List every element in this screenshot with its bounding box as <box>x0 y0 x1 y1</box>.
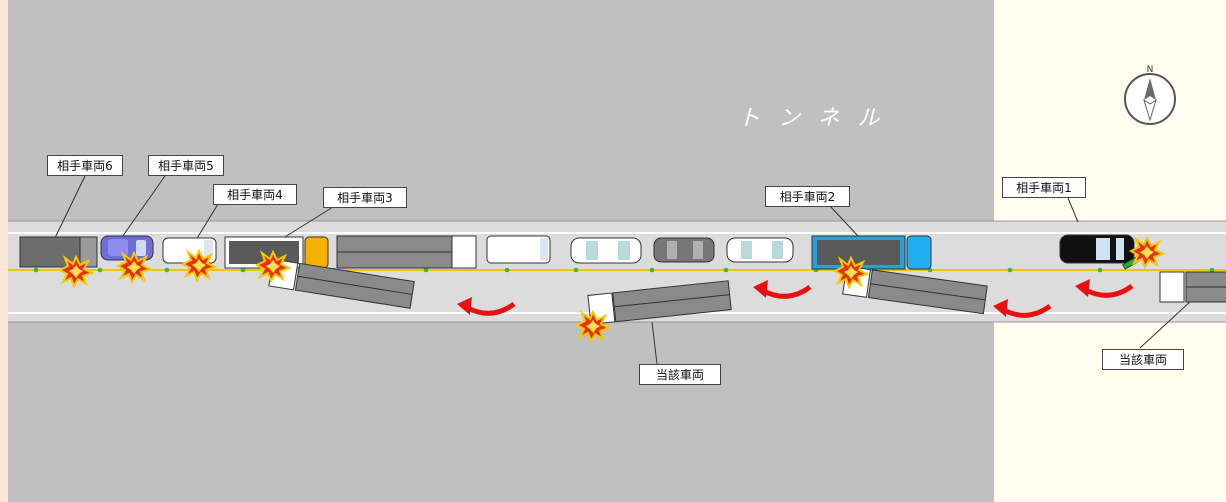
tunnel-label: トンネル <box>738 106 898 131</box>
subject-truck-middle <box>587 280 732 325</box>
car-silver-2 <box>726 237 794 263</box>
subject-truck-left <box>268 258 415 309</box>
label-vehicle-6: 相手車両6 <box>47 155 123 176</box>
compass-letter: N <box>1147 65 1154 75</box>
subject-truck-far-right <box>1159 271 1226 303</box>
label-vehicle-3: 相手車両3 <box>323 187 407 208</box>
label-vehicle-5: 相手車両5 <box>148 155 224 176</box>
trailer-truck-top <box>336 235 477 269</box>
label-vehicle-4: 相手車両4 <box>213 184 297 205</box>
vehicle-5-car <box>100 235 154 261</box>
compass-icon: N <box>1124 65 1176 125</box>
vehicle-2-truck <box>811 235 932 270</box>
van-white <box>486 235 551 264</box>
vehicle-1-car <box>1059 234 1135 264</box>
car-gray <box>653 237 715 263</box>
label-subject-vehicle: 当該車両 <box>639 364 721 385</box>
car-silver-1 <box>570 237 642 264</box>
label-subject-vehicle-right: 当該車両 <box>1102 349 1184 370</box>
label-vehicle-2: 相手車両2 <box>765 186 850 207</box>
label-vehicle-1: 相手車両1 <box>1002 177 1086 198</box>
